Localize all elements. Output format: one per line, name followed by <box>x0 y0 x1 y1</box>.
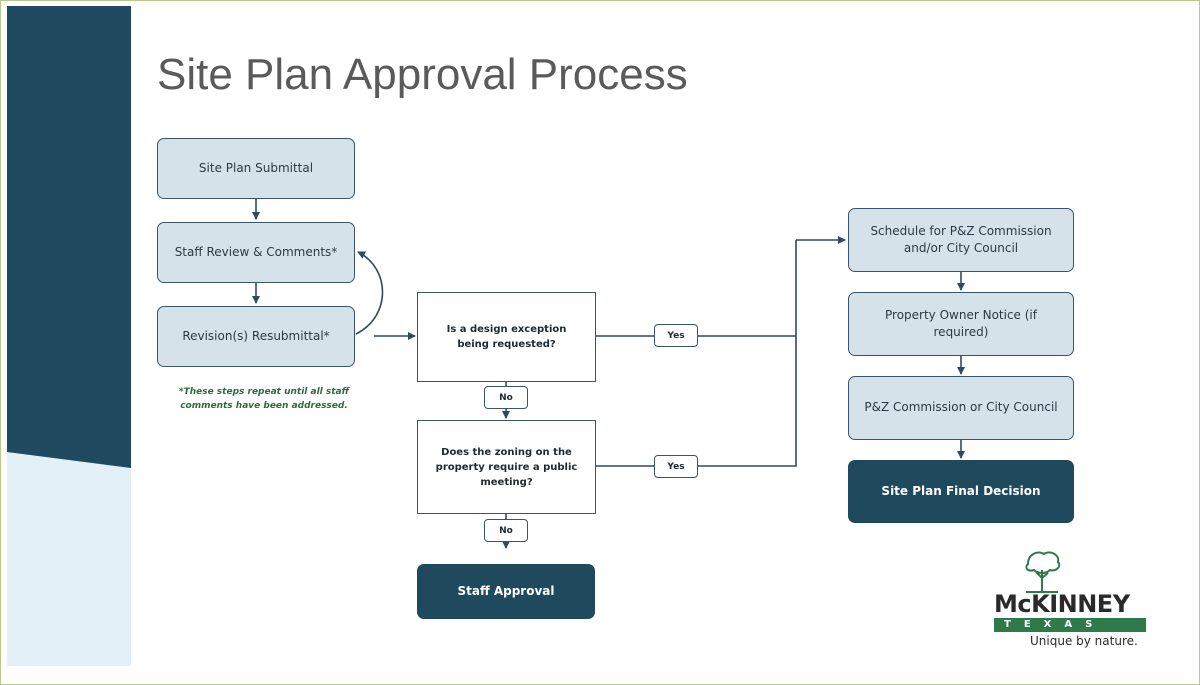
schedule-pz-box: Schedule for P&Z Commission and/or City … <box>848 208 1074 272</box>
line-q2-yes <box>596 240 797 467</box>
logo-name: McKINNEY <box>994 590 1130 618</box>
site-plan-submittal-box: Site Plan Submittal <box>157 138 355 199</box>
revision-resubmittal-box: Revision(s) Resubmittal* <box>157 306 355 367</box>
logo-tagline: Unique by nature. <box>1030 634 1138 648</box>
zoning-public-meeting-question: Does the zoning on the property require … <box>417 420 596 514</box>
q2-no-label: No <box>484 519 528 542</box>
staff-approval-box: Staff Approval <box>417 564 595 619</box>
pz-commission-box: P&Z Commission or City Council <box>848 376 1074 440</box>
left-accent-band <box>7 6 131 466</box>
left-accent-band-light <box>7 452 131 666</box>
q2-yes-label: Yes <box>654 455 698 478</box>
property-owner-notice-box: Property Owner Notice (if required) <box>848 292 1074 356</box>
arrow-revision-loop-back <box>355 251 384 335</box>
tree-icon <box>1025 551 1061 593</box>
mckinney-logo: McKINNEY TEXAS Unique by nature. <box>990 548 1154 654</box>
q1-yes-label: Yes <box>654 324 698 347</box>
staff-review-box: Staff Review & Comments* <box>157 222 355 283</box>
repeat-steps-note: *These steps repeat until all staff comm… <box>178 387 350 412</box>
logo-state: TEXAS <box>994 618 1146 632</box>
slide-title: Site Plan Approval Process <box>157 50 688 99</box>
q1-no-label: No <box>484 386 528 409</box>
final-decision-box: Site Plan Final Decision <box>848 460 1074 523</box>
design-exception-question: Is a design exception being requested? <box>417 292 596 382</box>
